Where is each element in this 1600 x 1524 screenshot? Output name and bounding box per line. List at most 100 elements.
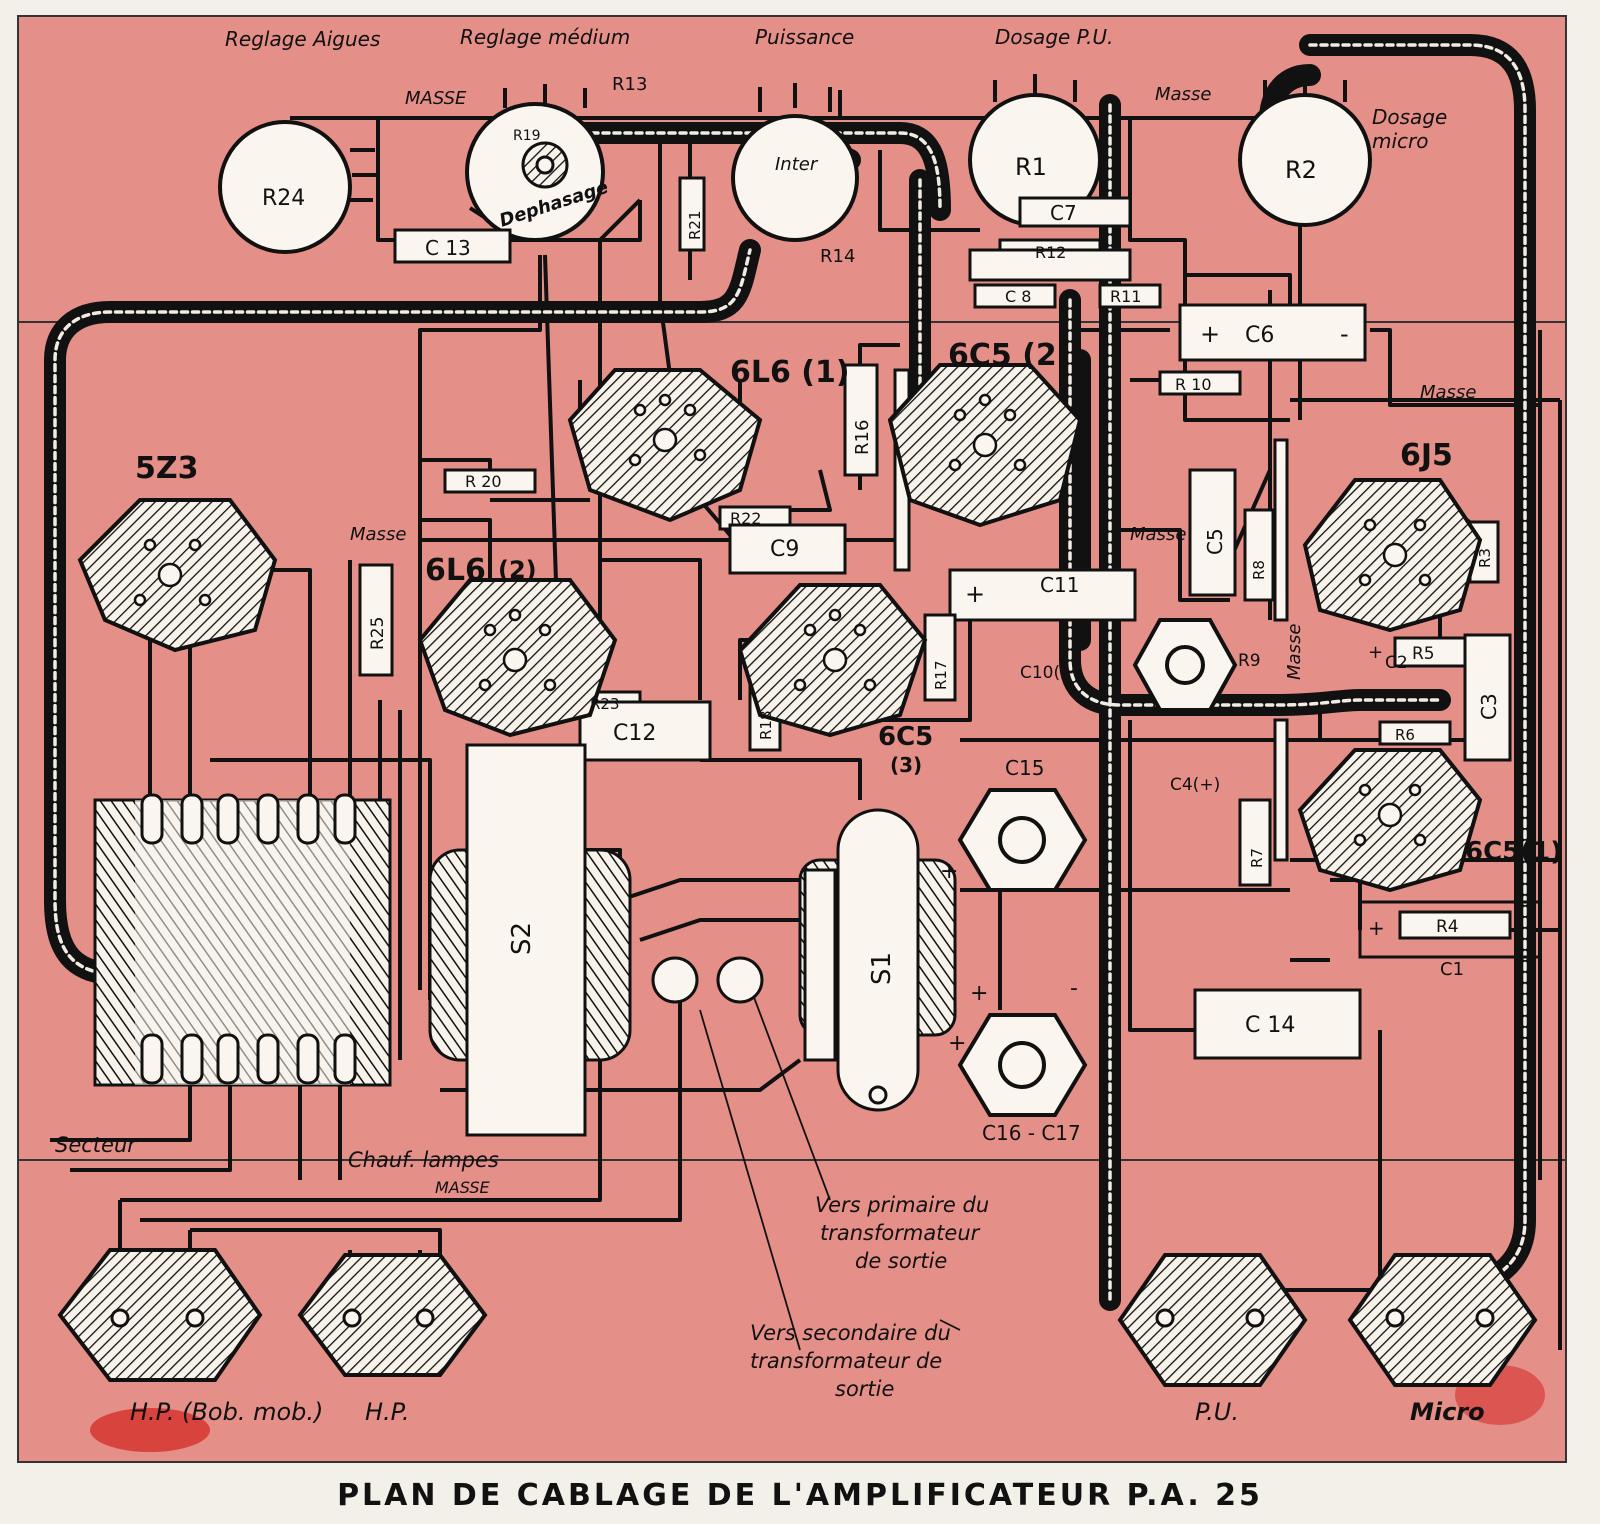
label-secondaire-2: transformateur de: [750, 1349, 942, 1373]
label-inter: Inter: [775, 154, 819, 175]
label-r2: R2: [1285, 156, 1317, 184]
label-chauf-lampes: Chauf. lampes: [348, 1148, 499, 1172]
r7-resistor: [1238, 798, 1272, 887]
label-r3: R3: [1476, 548, 1494, 568]
label-6c5-3b: (3): [890, 753, 922, 777]
pot-lugs: [348, 74, 1347, 202]
label-primaire-1: Vers primaire du: [815, 1193, 989, 1217]
c5-capacitor: [1188, 468, 1237, 597]
label-6l6-2a: 6L6: [425, 553, 486, 588]
choke-s1: [798, 808, 957, 1112]
label-c4: C4(+): [1170, 775, 1220, 795]
label-reglage-aigues: Reglage Aigues: [225, 27, 380, 51]
label-masse-bottom: MASSE: [435, 1178, 490, 1197]
label-hp: H.P.: [365, 1398, 409, 1426]
c11-capacitor: [948, 568, 1137, 622]
label-primaire-3: de sortie: [855, 1249, 947, 1273]
label-secteur: Secteur: [55, 1133, 137, 1157]
pot-r14-inter: [731, 114, 859, 242]
socket-pins: [133, 393, 1432, 847]
label-c5: C5: [1203, 528, 1227, 555]
label-r8: R8: [1250, 560, 1268, 580]
potentiometers: [218, 93, 1372, 254]
r4-resistor: [1398, 910, 1512, 940]
label-masse-right: Masse: [1420, 382, 1476, 403]
choke-s2: [428, 743, 632, 1137]
label-masse-top-left: MASSE: [405, 88, 467, 109]
label-micro: Micro: [1410, 1398, 1485, 1426]
label-r4-plus: +: [1368, 916, 1385, 940]
label-c1: C1: [1440, 959, 1464, 980]
output-connectors: [57, 1248, 1538, 1387]
c6-capacitor: [1178, 303, 1367, 362]
label-r9: R9: [1238, 651, 1261, 671]
label-r22: R22: [730, 509, 761, 528]
label-dosage-pu: Dosage P.U.: [995, 25, 1113, 49]
label-r4: R4: [1436, 917, 1459, 937]
label-s2: S2: [507, 922, 537, 955]
label-6c5-1: 6C5(1): [1465, 837, 1562, 867]
c3-capacitor: [1463, 633, 1512, 762]
label-secondaire-3: sortie: [835, 1377, 894, 1401]
dephasage-knob-center: [535, 155, 555, 175]
r5-resistor: [1393, 636, 1477, 668]
label-c13: C 13: [425, 236, 471, 260]
label-6c5-3a: 6C5: [878, 722, 933, 752]
label-secondaire-1: Vers secondaire du: [750, 1321, 951, 1345]
label-r1: R1: [1015, 153, 1047, 181]
label-r17: R17: [932, 660, 950, 690]
label-c16-c17: C16 - C17: [982, 1121, 1081, 1145]
label-r14: R14: [820, 246, 855, 267]
electrolytic-caps: [957, 618, 1238, 1117]
label-r21: R21: [686, 210, 704, 240]
r21-resistor: [678, 176, 706, 252]
label-r24: R24: [262, 186, 305, 211]
label-r19: R19: [513, 128, 541, 144]
label-r13: R13: [612, 74, 647, 95]
label-reglage-medium: Reglage médium: [460, 25, 630, 49]
label-c3: C3: [1477, 693, 1501, 720]
label-masse-top-right: Masse: [1155, 84, 1211, 105]
label-pu: P.U.: [1195, 1398, 1239, 1426]
minus-c17: -: [1070, 976, 1078, 1001]
label-masse-mid-center: Masse: [1130, 524, 1186, 545]
plus-c16: +: [970, 981, 988, 1006]
label-r16: R16: [852, 420, 873, 455]
label-r10: R 10: [1175, 375, 1212, 394]
annotation-labels: Secteur Chauf. lampes Vers primaire du t…: [55, 1133, 989, 1401]
c1-capacitor: [1358, 900, 1542, 959]
power-transformer: [93, 793, 392, 1087]
label-c6: C6: [1245, 323, 1274, 348]
plus-c17: +: [948, 1031, 966, 1056]
c12-capacitor: [578, 700, 712, 762]
label-r6: R6: [1395, 726, 1415, 744]
label-c10: C10(+): [1020, 663, 1081, 683]
label-r25: R25: [368, 617, 388, 650]
label-primaire-2: transformateur: [820, 1221, 981, 1245]
label-dosage-micro-2: micro: [1372, 129, 1429, 153]
label-c7: C7: [1050, 201, 1077, 225]
ink-stain: [90, 1408, 210, 1452]
label-c15: C15: [1005, 756, 1044, 780]
label-c11: C11: [1040, 573, 1079, 597]
label-c11-plus: +: [965, 580, 985, 608]
label-6c5-2: 6C5 (2): [948, 338, 1071, 373]
label-r23: R23: [590, 695, 620, 713]
label-c2: C2: [1385, 653, 1408, 673]
label-6l6-2b: (2): [498, 556, 537, 584]
label-r7: R7: [1248, 848, 1266, 868]
r25-resistor: [358, 563, 394, 677]
c9-capacitor: [728, 523, 847, 575]
c14-capacitor: [1193, 988, 1362, 1060]
label-r12: R12: [1035, 243, 1066, 262]
part-labels: R24 R1 R2 R13 R19 R14 R21 C 13 C7 R12 C …: [262, 74, 1501, 1145]
annotation-leaders: [699, 959, 961, 1351]
label-6l6-1: 6L6 (1): [730, 355, 850, 390]
r16-resistor: [843, 363, 879, 477]
connector-micro: [1347, 1253, 1538, 1387]
label-c6-minus: -: [1340, 320, 1349, 348]
masse-labels: MASSE Masse Masse Masse Masse Masse MASS…: [350, 84, 1476, 1197]
connector-pins: [110, 1308, 1495, 1328]
c7-capacitor: [1018, 196, 1132, 228]
label-masse-mid-left: Masse: [350, 524, 406, 545]
